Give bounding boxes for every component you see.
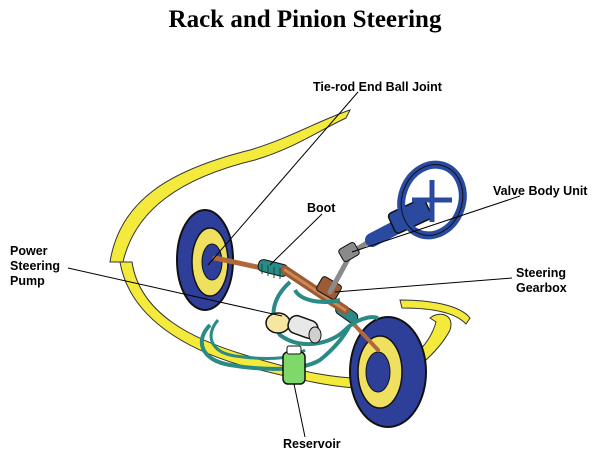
diagram-title: Rack and Pinion Steering <box>168 6 442 33</box>
leader-steering-gearbox <box>334 277 513 293</box>
power-steering-pump <box>265 312 322 344</box>
leader-lines <box>67 91 521 438</box>
leader-boot <box>269 213 323 266</box>
reservoir-tank <box>282 345 306 385</box>
label-steering-gearbox: Steering Gearbox <box>516 266 567 295</box>
car-body-outline <box>109 109 351 263</box>
valve-body <box>338 242 360 262</box>
label-reservoir: Reservoir <box>283 437 341 451</box>
car-fender <box>399 299 471 325</box>
leader-valve-body <box>351 195 521 253</box>
leader-reservoir <box>293 383 306 438</box>
label-power-pump: Power Steering Pump <box>10 244 61 288</box>
hose-2 <box>293 288 341 304</box>
hose-3 <box>199 323 352 371</box>
hose-1 <box>271 280 379 347</box>
column-housing <box>387 198 433 234</box>
label-boot: Boot <box>307 201 336 215</box>
steering-wheel <box>397 160 467 240</box>
leader-power-pump <box>67 267 283 317</box>
label-tie-rod: Tie-rod End Ball Joint <box>313 80 442 94</box>
label-valve-body: Valve Body Unit <box>493 184 588 198</box>
steering-gearbox <box>316 276 342 300</box>
leader-tie-rod <box>207 91 359 266</box>
right-wheel <box>349 316 427 428</box>
left-tie-rod <box>212 255 265 271</box>
